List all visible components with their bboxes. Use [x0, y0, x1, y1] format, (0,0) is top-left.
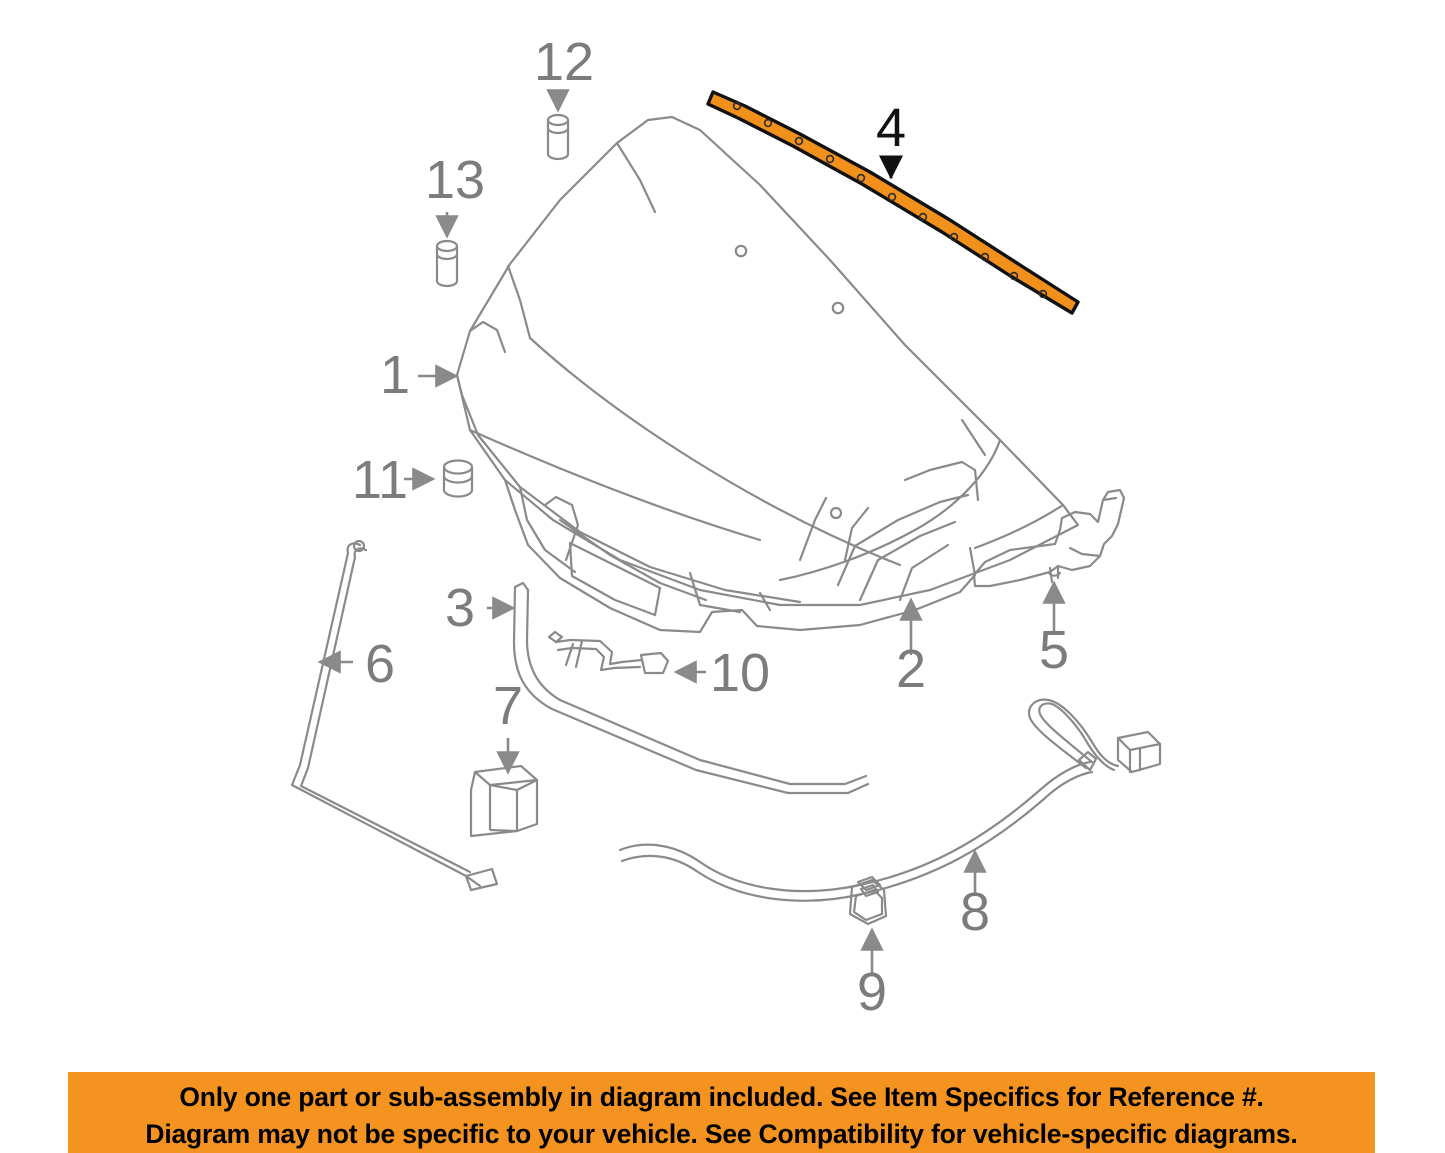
prop-rod-retainer-part: [547, 630, 670, 675]
callout-number-11: 11: [352, 450, 408, 510]
callout-number-7: 7: [493, 676, 523, 736]
callout-number-3: 3: [445, 578, 475, 638]
support-rod-part: [290, 539, 499, 892]
callout-numbers: 1 2 3 4 5 6 7 8 9 10 11 12 13: [352, 32, 1069, 1022]
callout-number-1: 1: [380, 345, 410, 405]
callout-number-13: 13: [425, 150, 485, 210]
hood-inner-reinforcement: [503, 460, 980, 634]
bolt-upper-part: [546, 113, 570, 161]
notice-banner: Only one part or sub-assembly in diagram…: [68, 1072, 1375, 1153]
callout-number-10: 10: [710, 643, 770, 703]
notice-line-1: Only one part or sub-assembly in diagram…: [179, 1082, 1264, 1112]
hood-bumper-stopper-part: [442, 459, 474, 498]
callout-number-9: 9: [857, 962, 887, 1022]
hood-outer-panel: [455, 115, 1080, 607]
cable-retainer-clip-part: [848, 875, 888, 926]
hood-prop-rod-part: [512, 581, 870, 795]
callout-number-6: 6: [365, 634, 395, 694]
hood-release-cable-part: [618, 698, 1162, 902]
callout-number-4: 4: [876, 98, 906, 158]
bracket-clip-part: [469, 764, 539, 838]
callout-number-12: 12: [534, 32, 594, 92]
callout-number-5: 5: [1039, 620, 1069, 680]
callout-lines: [317, 89, 1066, 973]
callout-number-2: 2: [896, 639, 926, 699]
callout-number-8: 8: [960, 882, 990, 942]
bolt-lower-part: [435, 239, 459, 288]
hood-rear-weatherstrip-seal-highlight: [706, 90, 1080, 315]
notice-line-2: Diagram may not be specific to your vehi…: [145, 1119, 1298, 1149]
hood-latch-release-lever-part: [972, 488, 1126, 588]
